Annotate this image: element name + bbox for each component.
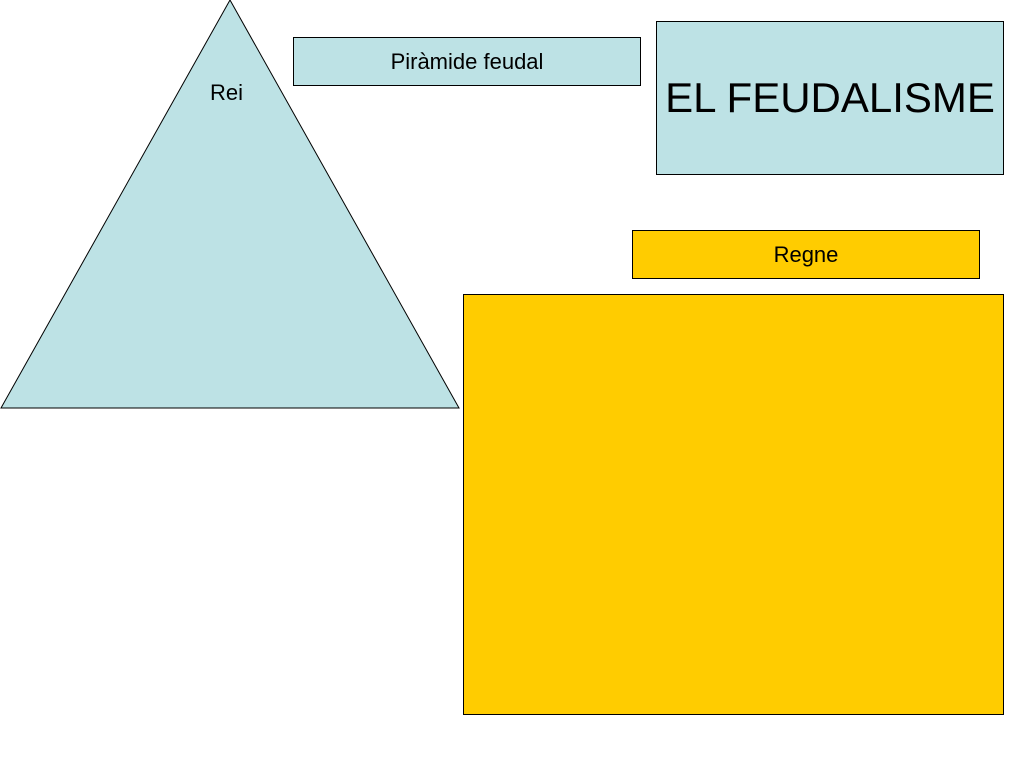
main-title-text: EL FEUDALISME (665, 74, 995, 121)
pyramid-title-text: Piràmide feudal (390, 48, 544, 74)
pyramid-title-box: Piràmide feudal (293, 37, 641, 86)
main-title-box: EL FEUDALISME (656, 21, 1004, 175)
regne-label-box: Regne (632, 230, 980, 279)
pyramid-label-rei: Rei (210, 80, 244, 105)
regne-area-box (463, 294, 1004, 715)
pyramid-triangle (0, 0, 460, 409)
regne-label-text: Regne (773, 241, 839, 267)
